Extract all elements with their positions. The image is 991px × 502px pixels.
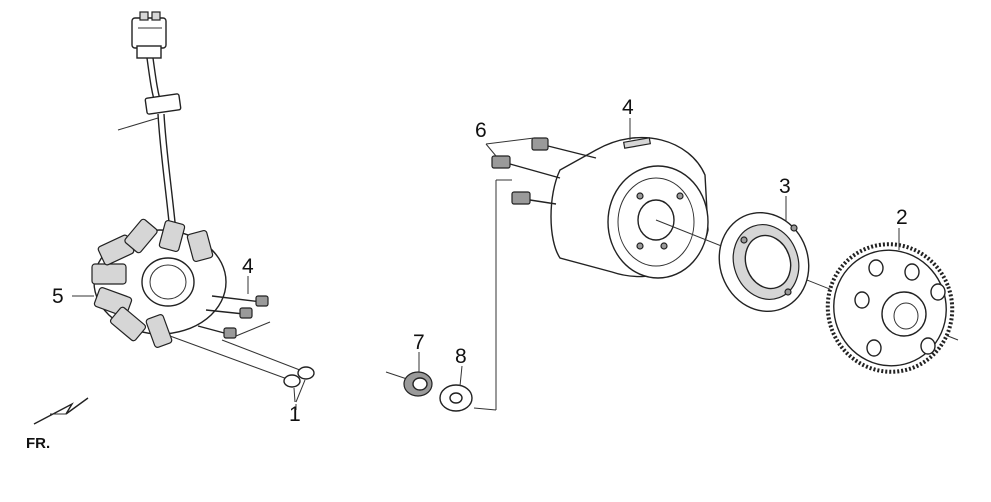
starter-clutch	[718, 211, 810, 313]
callout-6: 6	[475, 119, 487, 142]
callout-7: 7	[413, 331, 425, 354]
front-direction-arrow-icon	[33, 397, 89, 425]
wire-harness	[117, 57, 182, 233]
direction-label: FR.	[26, 435, 50, 452]
callout-8: 8	[455, 345, 467, 368]
callout-2: 2	[896, 206, 908, 229]
washer	[439, 384, 497, 412]
flywheel-bolts	[485, 137, 597, 410]
leader-lines	[72, 118, 900, 410]
callout-1: 1	[289, 403, 301, 426]
callout-4-flywheel: 4	[622, 96, 634, 119]
callout-4-stator-bolts: 4	[242, 255, 254, 278]
starter-driven-gear	[825, 242, 955, 374]
flywheel-nut	[385, 371, 433, 397]
callout-3: 3	[779, 175, 791, 198]
dowel-pins	[169, 321, 315, 403]
callout-5: 5	[52, 285, 64, 308]
stator-coil	[91, 218, 227, 348]
connector-plug	[131, 11, 167, 59]
stator-bolts	[197, 295, 269, 339]
flywheel-rotor	[550, 136, 709, 279]
